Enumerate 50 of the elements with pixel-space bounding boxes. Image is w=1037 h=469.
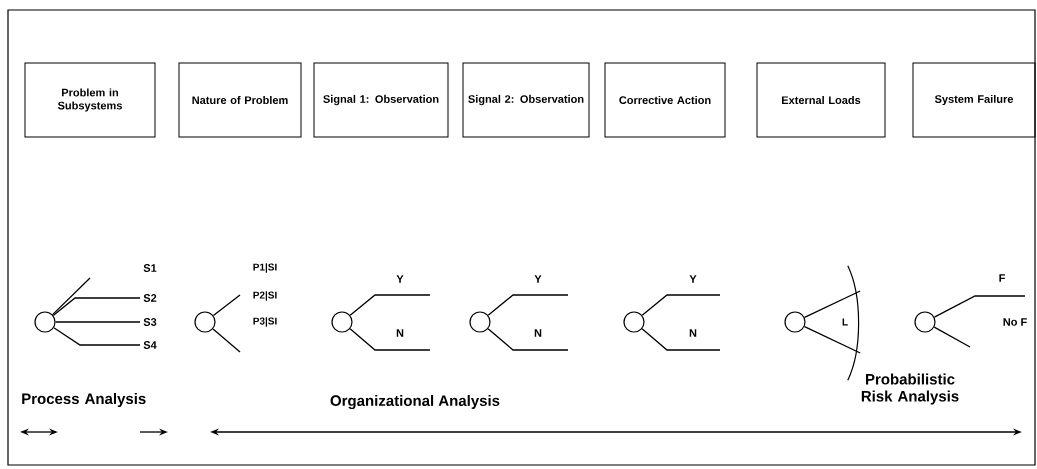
chance-node-circle <box>623 311 645 333</box>
branch-line <box>52 297 141 317</box>
header-box: Nature of Problem <box>178 62 302 138</box>
branch-label: N <box>533 328 543 338</box>
branch-label: Y <box>395 274 405 284</box>
chance-node-circle <box>194 311 216 333</box>
branch-label: S4 <box>142 340 158 350</box>
header-box: Signal 2: Observation <box>462 62 590 138</box>
load-arc <box>847 265 860 381</box>
chance-node-circle <box>469 311 491 333</box>
branch-line <box>933 326 971 348</box>
chance-node-circle <box>914 311 936 333</box>
branch-line <box>212 294 241 317</box>
branch-line <box>51 277 91 316</box>
branch-line <box>53 327 141 346</box>
branch-line <box>349 328 431 351</box>
branch-label: S3 <box>142 317 158 327</box>
branch-label: Y <box>533 274 543 284</box>
analysis-label: Organizational Analysis <box>330 395 500 410</box>
branch-line <box>487 328 569 351</box>
branch-line <box>641 328 721 351</box>
branch-label: F <box>997 273 1007 283</box>
chance-node-circle <box>784 311 806 333</box>
branch-line <box>487 294 569 316</box>
branch-label: No F <box>1001 317 1029 327</box>
analysis-label: Process Analysis <box>22 393 146 407</box>
branch-line <box>641 294 721 316</box>
branch-label: N <box>688 328 698 338</box>
branch-label: N <box>395 328 405 338</box>
branch-label: S1 <box>142 263 158 273</box>
header-box: External Loads <box>756 62 886 138</box>
header-box: Corrective Action <box>604 62 726 138</box>
branch-label: Y <box>688 274 698 284</box>
header-box: System Failure <box>912 62 1036 138</box>
header-box: Signal 1: Observation <box>313 62 449 138</box>
branch-label: L <box>842 318 848 326</box>
branch-line <box>803 325 861 354</box>
branch-label: S2 <box>142 293 158 303</box>
branch-line <box>212 328 241 353</box>
branch-label: P3|SI <box>253 317 277 327</box>
branch-line <box>803 290 861 319</box>
branch-line <box>349 294 431 316</box>
branch-line <box>933 295 1026 318</box>
analysis-label: Probabilistic Risk Analysis <box>861 373 959 405</box>
chance-node-circle <box>331 311 353 333</box>
branch-line <box>54 321 141 323</box>
branch-label: P1|SI <box>253 263 277 273</box>
chance-node-circle <box>34 311 56 333</box>
branch-label: P2|SI <box>253 291 277 301</box>
header-box: Problem in Subsystems <box>24 62 156 138</box>
